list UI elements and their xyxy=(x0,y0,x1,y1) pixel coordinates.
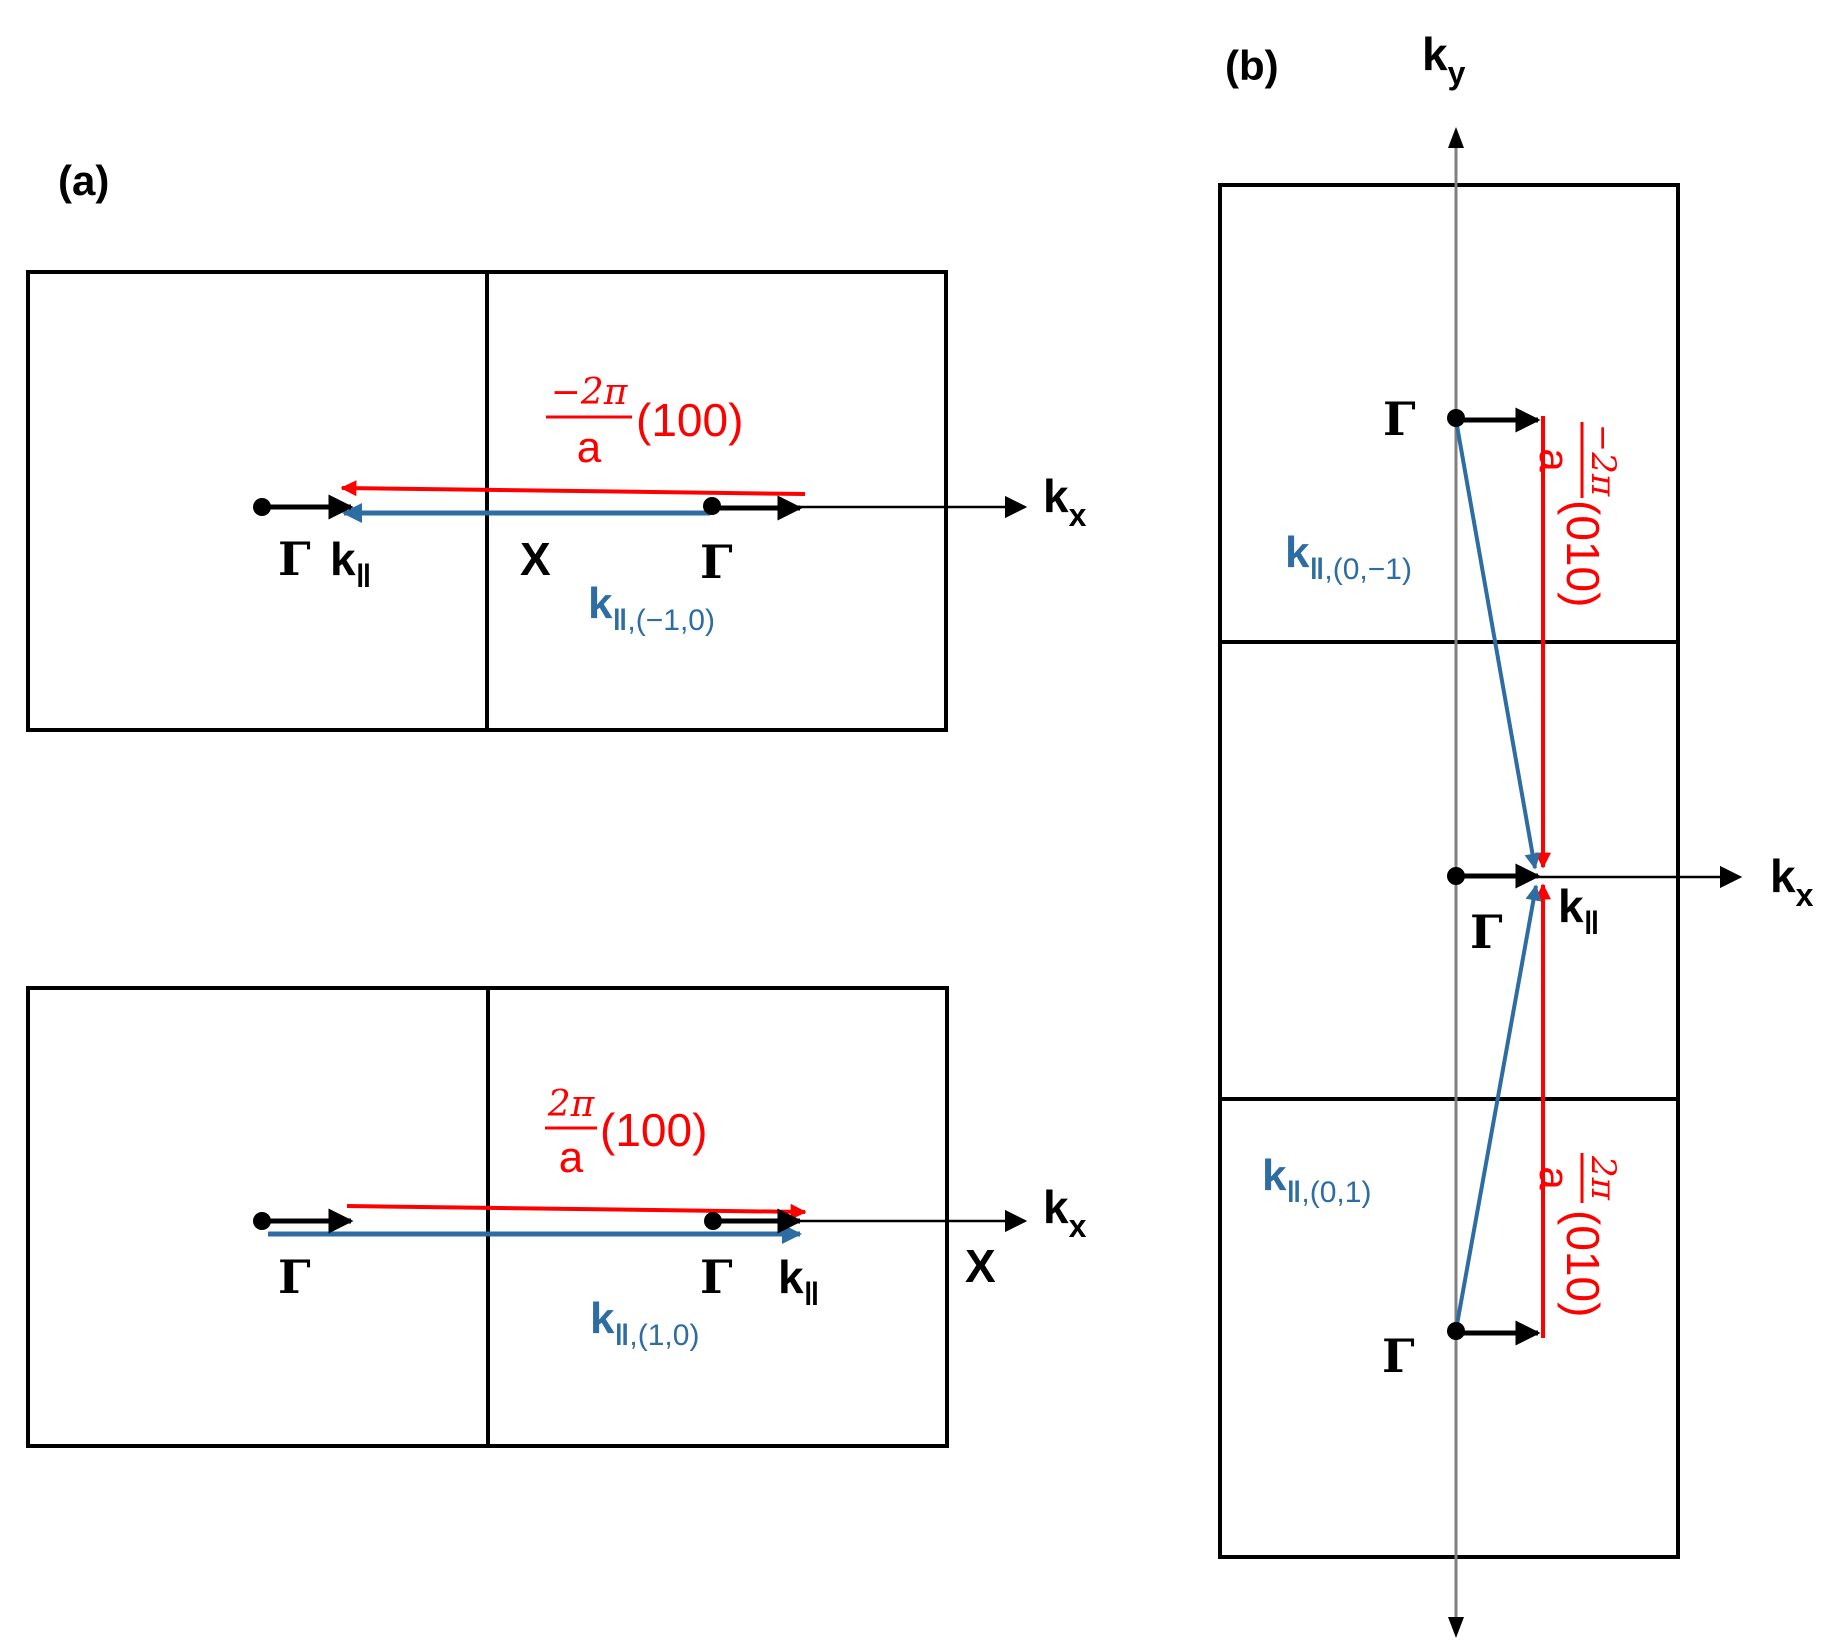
gamma-label-top-b: Γ xyxy=(1383,392,1416,446)
red-g-vector-top xyxy=(340,480,806,497)
red-coef-bottom: 2π xyxy=(547,1084,596,1125)
red-den-bottom: a xyxy=(559,1133,584,1182)
gamma-label-left-bottom: Γ xyxy=(278,1250,311,1304)
red-vec-top: (100) xyxy=(636,394,743,446)
red-coef-bottom-b: 2π xyxy=(1583,1155,1623,1201)
red-label-top-b: −2π a (010) xyxy=(1531,422,1623,607)
k-shift-label-bottom: k‖,(1,0) xyxy=(590,1294,699,1352)
red-coef-top-b: −2π xyxy=(1583,424,1623,497)
gamma-label-right-top: Γ xyxy=(700,535,733,589)
red-den-top: a xyxy=(577,423,602,472)
gamma-label-right-bottom: Γ xyxy=(700,1250,733,1304)
red-vec-bottom: (100) xyxy=(600,1104,707,1156)
panel-a: (a) kx −2π a (100) Γ xyxy=(26,157,1087,1448)
red-den-bottom-b: a xyxy=(1531,1166,1578,1190)
ky-axis-arrow-down xyxy=(1448,1617,1464,1638)
red-vec-top-b: (010) xyxy=(1557,500,1609,607)
gamma-label-left-top: Γ xyxy=(278,532,311,586)
kx-label-b: kx xyxy=(1770,850,1814,913)
gamma-label-mid-b: Γ xyxy=(1470,905,1503,959)
k-shift-label-top-b: k‖,(0,−1) xyxy=(1285,528,1412,586)
red-label-top: −2π a (100) xyxy=(546,372,743,472)
red-g-vector-bottom xyxy=(346,1203,807,1220)
blue-k-shift-from-top xyxy=(1454,419,1541,870)
red-coef-top: −2π xyxy=(551,372,629,413)
k-parallel-label-b: k‖ xyxy=(1558,880,1600,941)
kx-label-bottom: kx xyxy=(1043,1181,1087,1244)
x-point-label-top: X xyxy=(520,533,551,585)
zone-column xyxy=(1218,183,1680,1559)
red-vec-bottom-b: (010) xyxy=(1557,1210,1609,1317)
x-point-label-bottom: X xyxy=(965,1240,996,1292)
k-parallel-label-bottom: k‖ xyxy=(778,1251,820,1312)
gamma-label-bottom-b: Γ xyxy=(1382,1329,1415,1383)
k-shift-label-top: k‖,(−1,0) xyxy=(588,579,715,637)
red-den-top-b: a xyxy=(1531,448,1578,472)
blue-k-shift-from-bottom xyxy=(1454,884,1542,1331)
panel-b-label: (b) xyxy=(1225,42,1279,89)
k-shift-label-bottom-b: k‖,(0,1) xyxy=(1262,1151,1371,1209)
panel-a-label: (a) xyxy=(58,157,109,204)
red-label-bottom: 2π a (100) xyxy=(545,1084,707,1182)
panel-b: (b) ky kx Γ Γ Γ k‖ k‖,(0,−1) k‖,(0, xyxy=(1218,28,1814,1638)
k-parallel-label-top: k‖ xyxy=(330,533,372,594)
panel-a-bottom: kx 2π a (100) Γ Γ k‖ X k‖,(1,0) xyxy=(26,986,1087,1448)
ky-axis-arrow-up xyxy=(1448,127,1464,148)
panel-a-top: kx −2π a (100) Γ k‖ X Γ k‖,(−1,0) xyxy=(26,270,1087,732)
kx-label-top: kx xyxy=(1043,470,1087,533)
red-label-bottom-b: 2π a (010) xyxy=(1531,1153,1623,1317)
ky-label: ky xyxy=(1422,28,1466,91)
